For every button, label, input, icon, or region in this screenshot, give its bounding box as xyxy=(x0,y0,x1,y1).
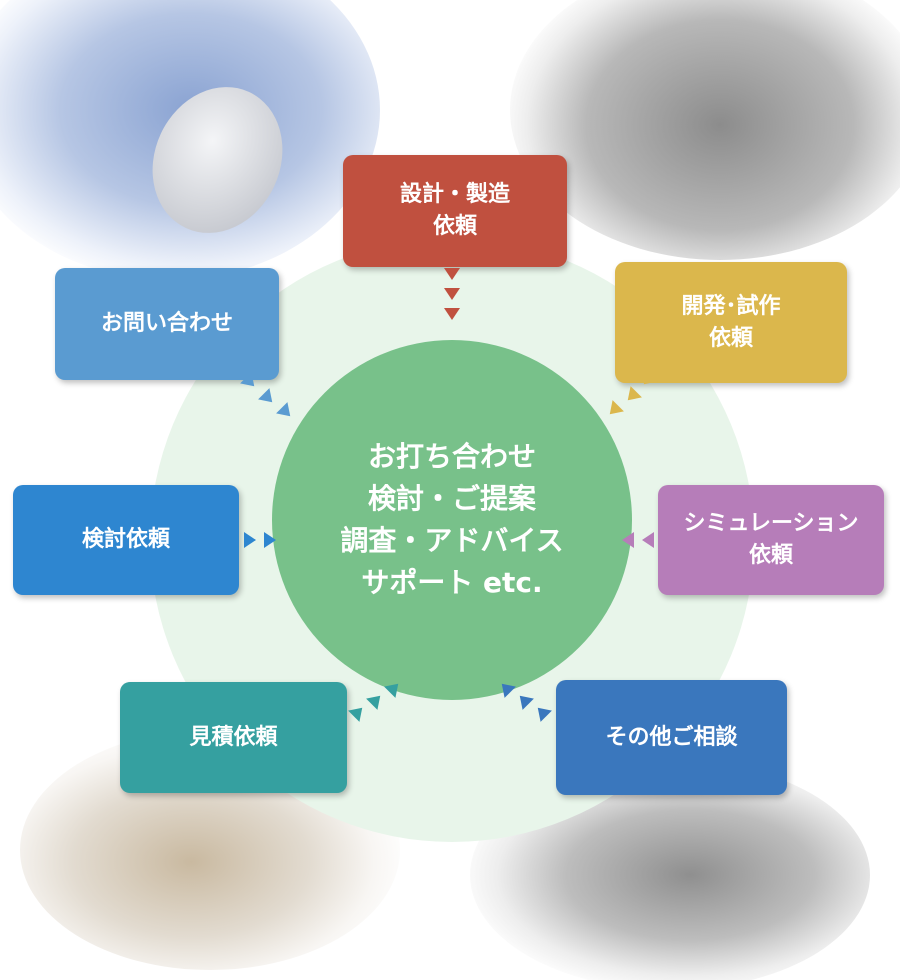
center-line: サポート etc. xyxy=(361,566,543,599)
box-label: その他ご相談 xyxy=(605,724,738,750)
flow-arrow-icon xyxy=(444,268,460,280)
center-line: お打ち合わせ xyxy=(367,440,536,473)
estimate-request-button[interactable]: 見積依頼 xyxy=(120,682,347,793)
box-label: 設計・製造 xyxy=(399,182,510,207)
other-consultation-button[interactable]: その他ご相談 xyxy=(556,680,787,795)
flow-arrow-icon xyxy=(642,532,654,548)
box-label: お問い合わせ xyxy=(100,311,233,336)
staff-group-photo xyxy=(510,0,900,260)
box-label: 見積依頼 xyxy=(189,724,278,750)
box-label: 検討依頼 xyxy=(81,527,170,552)
box-label: シミュレーション xyxy=(683,511,859,536)
flow-arrow-icon xyxy=(622,532,634,548)
box-label: 依頼 xyxy=(748,543,793,568)
central-services-circle: お打ち合わせ 検討・ご提案 調査・アドバイス サポート etc. xyxy=(272,340,632,700)
study-request-button[interactable]: 検討依頼 xyxy=(13,485,239,595)
box-label: 依頼 xyxy=(432,214,477,239)
flow-arrow-icon xyxy=(444,308,460,320)
box-label: 依頼 xyxy=(708,325,753,351)
flow-arrow-icon xyxy=(444,288,460,300)
flow-arrow-icon xyxy=(244,532,256,548)
inquiry-button[interactable]: お問い合わせ xyxy=(55,268,279,380)
development-request-button[interactable]: 開発･試作 依頼 xyxy=(615,262,847,383)
design-request-button[interactable]: 設計・製造 依頼 xyxy=(343,155,567,267)
simulation-request-button[interactable]: シミュレーション 依頼 xyxy=(658,485,884,595)
flow-arrow-icon xyxy=(264,532,276,548)
box-label: 開発･試作 xyxy=(681,293,781,319)
center-line: 検討・ご提案 xyxy=(367,482,536,515)
center-line: 調査・アドバイス xyxy=(340,524,564,557)
